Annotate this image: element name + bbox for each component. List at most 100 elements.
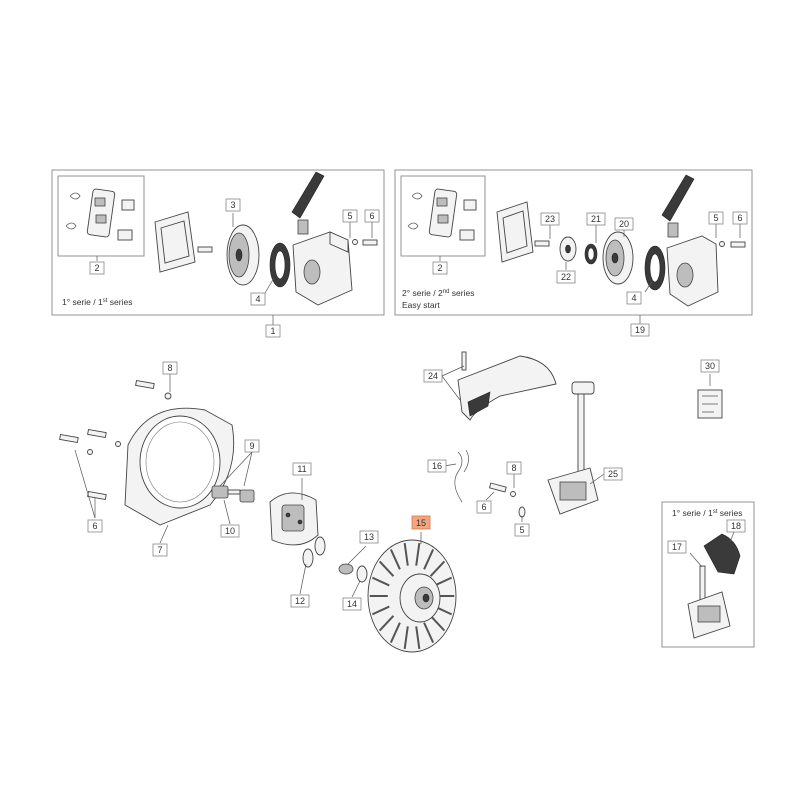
starter-housing[interactable] xyxy=(292,231,353,306)
svg-text:6: 6 xyxy=(481,502,486,512)
washer-part-5c[interactable] xyxy=(518,506,526,518)
ignition-coil-part-25[interactable] xyxy=(547,381,599,515)
svg-text:18: 18 xyxy=(731,521,741,531)
svg-text:19: 19 xyxy=(635,325,645,335)
callout-2b: 2 xyxy=(432,261,448,275)
callout-30: 30 xyxy=(700,359,720,373)
callout-4: 4 xyxy=(250,292,266,306)
spark-cap-part-18[interactable] xyxy=(703,533,741,575)
callout-6: 6 xyxy=(364,209,380,223)
washer-part-8[interactable] xyxy=(164,392,172,400)
flywheel-fin xyxy=(378,615,395,632)
shaft-part-9[interactable] xyxy=(211,485,255,503)
pulley-part-20[interactable] xyxy=(602,231,634,285)
callout-6d: 6 xyxy=(476,500,492,514)
label-sticker-part-30[interactable] xyxy=(697,389,723,419)
washers-part-12[interactable] xyxy=(302,536,326,568)
svg-text:8: 8 xyxy=(167,363,172,373)
second-series-caption: 2° serie / 2nd series xyxy=(402,288,474,298)
callout-7: 7 xyxy=(152,543,168,557)
callout-22: 22 xyxy=(556,270,576,284)
flywheel-fin xyxy=(389,549,401,570)
svg-text:6: 6 xyxy=(737,213,742,223)
svg-text:15: 15 xyxy=(416,518,426,528)
flywheel-fin xyxy=(423,622,435,643)
washer-part-8b[interactable] xyxy=(510,491,516,497)
washer-part-14[interactable] xyxy=(356,565,368,583)
flywheel-fin xyxy=(415,542,421,566)
callout-24: 24 xyxy=(423,369,443,383)
flywheel-fin xyxy=(403,542,409,566)
callout-19: 19 xyxy=(630,323,650,337)
callout-4b: 4 xyxy=(626,291,642,305)
callout-18: 18 xyxy=(726,519,746,533)
svg-text:22: 22 xyxy=(561,272,571,282)
ring-part-21[interactable] xyxy=(584,243,598,265)
flywheel-fin xyxy=(429,615,446,632)
screws-left[interactable] xyxy=(59,379,155,501)
starter-panel-second-series: 2 23 21 20 22 4 5 6 xyxy=(394,169,753,337)
screw-part-6b[interactable] xyxy=(730,241,746,248)
ignition-series-caption: 1° serie / 1st series xyxy=(672,508,742,518)
pawl-assembly-part-2[interactable] xyxy=(65,188,135,241)
pawl-assembly-part-2b[interactable] xyxy=(407,188,477,241)
wires-part-16[interactable] xyxy=(454,449,469,503)
flywheel-fin xyxy=(434,576,453,587)
callout-12: 12 xyxy=(290,594,310,608)
callout-16: 16 xyxy=(427,459,447,473)
gasket-part[interactable] xyxy=(154,211,196,273)
svg-text:13: 13 xyxy=(364,532,374,542)
svg-text:12: 12 xyxy=(295,596,305,606)
ignition-panel-first-series: 1° serie / 1st series 17 18 xyxy=(661,501,755,648)
svg-text:5: 5 xyxy=(519,525,524,535)
pulley-part-3[interactable] xyxy=(226,224,260,286)
easy-start-caption: Easy start xyxy=(402,300,440,310)
gasket-part-b[interactable] xyxy=(496,201,534,263)
svg-text:6: 6 xyxy=(369,211,374,221)
flywheel-part-15[interactable] xyxy=(367,539,457,653)
svg-text:9: 9 xyxy=(249,441,254,451)
spring-part-4[interactable] xyxy=(269,242,291,288)
screw-part-6d[interactable] xyxy=(488,482,507,493)
svg-text:21: 21 xyxy=(591,214,601,224)
svg-text:4: 4 xyxy=(255,294,260,304)
svg-text:3: 3 xyxy=(230,200,235,210)
first-series-caption: 1° serie / 1st series xyxy=(62,297,132,307)
callout-14: 14 xyxy=(342,597,362,611)
svg-text:8: 8 xyxy=(511,463,516,473)
screw-part-6[interactable] xyxy=(362,239,378,246)
svg-text:14: 14 xyxy=(347,599,357,609)
svg-text:25: 25 xyxy=(608,469,618,479)
callout-6c: 6 xyxy=(87,519,103,533)
cover-part-24[interactable] xyxy=(457,351,557,421)
starter-housing-b[interactable] xyxy=(666,235,719,307)
flywheel-fin xyxy=(423,549,435,570)
coil-part-17[interactable] xyxy=(687,565,731,639)
callout-21: 21 xyxy=(586,212,606,226)
callout-2: 2 xyxy=(89,261,105,275)
spring-part-4b[interactable] xyxy=(644,245,666,291)
nut-part-13[interactable] xyxy=(338,563,354,575)
washer-part-5b[interactable] xyxy=(719,241,725,247)
screw-part-23[interactable] xyxy=(534,240,550,247)
svg-text:1: 1 xyxy=(270,326,275,336)
callout-20: 20 xyxy=(614,217,634,231)
callout-1: 1 xyxy=(265,324,281,338)
svg-text:2: 2 xyxy=(437,263,442,273)
callout-8: 8 xyxy=(162,361,178,375)
callout-8b: 8 xyxy=(506,461,522,475)
callout-17: 17 xyxy=(667,540,687,554)
washer-part-22[interactable] xyxy=(559,236,577,262)
svg-text:10: 10 xyxy=(225,526,235,536)
svg-text:24: 24 xyxy=(428,371,438,381)
svg-text:4: 4 xyxy=(631,293,636,303)
flywheel-fin xyxy=(403,626,409,650)
washer-part-5[interactable] xyxy=(352,239,358,245)
starter-handle[interactable] xyxy=(291,171,325,235)
fan-housing-part-7[interactable] xyxy=(124,407,235,526)
screw-part[interactable] xyxy=(197,246,213,253)
clutch-part-11[interactable] xyxy=(269,492,319,546)
svg-text:6: 6 xyxy=(92,521,97,531)
starter-handle-b[interactable] xyxy=(661,174,695,238)
